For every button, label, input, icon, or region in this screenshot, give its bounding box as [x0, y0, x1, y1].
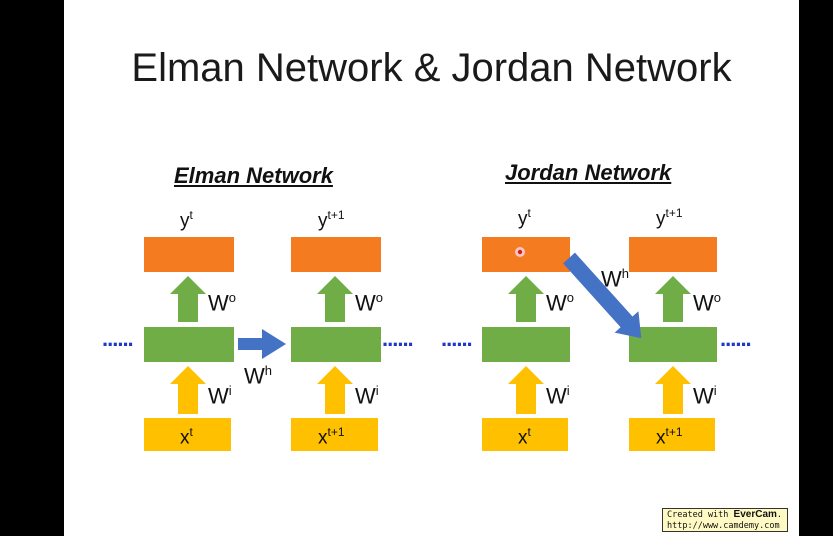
elman-wo-label-left: Wo — [208, 290, 236, 316]
elman-wi-label-left: Wi — [208, 383, 232, 409]
jordan-heading: Jordan Network — [505, 160, 672, 185]
jordan-hidden-box-right — [629, 327, 717, 362]
elman-wi-arrow-right — [317, 366, 353, 414]
elman-x-label-right: xt+1 — [318, 425, 345, 449]
elman-output-box-right — [291, 237, 381, 272]
jordan-input-box-right — [629, 418, 715, 451]
jordan-wo-label-left: Wo — [546, 290, 574, 316]
jordan-dots-right: ...... — [720, 326, 752, 351]
jordan-x-label-left: xt — [518, 425, 531, 449]
jordan-output-box-left — [482, 237, 570, 272]
elman-output-box-left — [144, 237, 234, 272]
elman-x-label-left: xt — [180, 425, 193, 449]
elman-wi-arrow-left — [170, 366, 206, 414]
elman-dots-left: ...... — [102, 326, 134, 351]
slide: Elman Network & Jordan Network Elman Net… — [64, 0, 799, 536]
jordan-x-label-right: xt+1 — [656, 425, 683, 449]
jordan-wi-arrow-left — [508, 366, 544, 414]
jordan-wh-label: Wh — [601, 266, 629, 292]
elman-wh-arrow — [238, 329, 286, 359]
jordan-output-box-right — [629, 237, 717, 272]
elman-wo-label-right: Wo — [355, 290, 383, 316]
jordan-wo-arrow-right — [655, 276, 691, 322]
jordan-y-label-left: yt — [518, 206, 531, 230]
jordan-wi-label-right: Wi — [693, 383, 717, 409]
jordan-y-label-right: yt+1 — [656, 206, 683, 230]
elman-y-label-left: yt — [180, 208, 193, 232]
elman-hidden-box-left — [144, 327, 234, 362]
jordan-wi-arrow-right — [655, 366, 691, 414]
elman-input-box-right — [291, 418, 378, 451]
jordan-hidden-box-left — [482, 327, 570, 362]
jordan-input-box-left — [482, 418, 568, 451]
slide-title: Elman Network & Jordan Network — [131, 46, 732, 90]
jordan-wo-label-right: Wo — [693, 290, 721, 316]
elman-wh-label: Wh — [244, 363, 272, 389]
jordan-wo-arrow-left — [508, 276, 544, 322]
elman-input-box-left — [144, 418, 231, 451]
jordan-wi-label-left: Wi — [546, 383, 570, 409]
jordan-wh-arrow — [563, 252, 642, 339]
jordan-dots-left: ...... — [441, 326, 473, 351]
evercam-watermark: Created with EverCam. http://www.camdemy… — [662, 508, 788, 532]
elman-hidden-box-right — [291, 327, 381, 362]
elman-dots-right: ...... — [382, 326, 414, 351]
elman-wi-label-right: Wi — [355, 383, 379, 409]
diagram-arrows — [144, 237, 717, 451]
elman-y-label-right: yt+1 — [318, 208, 345, 232]
elman-heading: Elman Network — [174, 163, 333, 188]
elman-wo-arrow-left — [170, 276, 206, 322]
elman-wo-arrow-right — [317, 276, 353, 322]
